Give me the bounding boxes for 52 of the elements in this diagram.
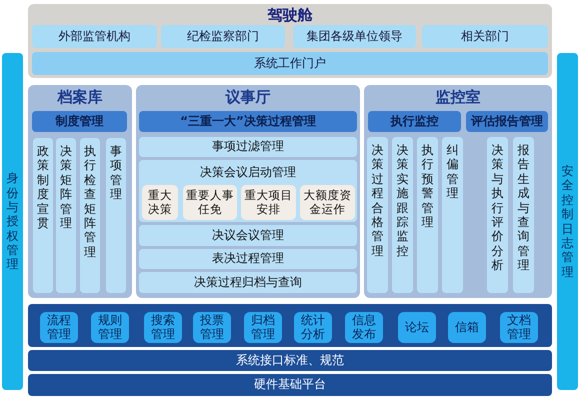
function-column: 事项管理	[106, 138, 126, 293]
module-panel	[364, 85, 552, 298]
section-header: 执行监控	[368, 111, 461, 132]
function-column: 报告生成与查询管理	[513, 137, 534, 293]
panel-title: 监控室	[434, 88, 482, 107]
service-band	[28, 304, 552, 347]
category-tag: 重大决策	[142, 185, 178, 220]
function-column: 决策实施跟踪监控	[392, 137, 413, 293]
module-panel	[28, 85, 132, 298]
service-tile: 论坛	[398, 312, 436, 343]
user-group-box: 外部监管机构	[32, 25, 157, 48]
service-tile: 文档管理	[500, 312, 538, 343]
category-tag: 重要人事任免	[183, 185, 237, 220]
service-tile: 归档管理	[244, 312, 282, 343]
platform-bar: 硬件基础平台	[28, 374, 552, 396]
function-group	[139, 160, 357, 222]
function-column: 执行检查矩阵管理	[80, 138, 100, 293]
user-group-box: 集团各级单位领导	[293, 25, 416, 48]
section-header: “三重一大”决策过程管理	[139, 111, 357, 132]
service-tile: 流程管理	[40, 312, 78, 343]
panel-title: 决策会议启动管理	[199, 164, 297, 181]
section-header: 评估报告管理	[466, 111, 548, 132]
function-column: 纠偏管理	[442, 137, 463, 293]
panel-title: 档案库	[56, 88, 104, 107]
module-panel	[136, 85, 360, 298]
user-group-box: 纪检监察部门	[161, 25, 285, 48]
function-column: 决策过程合格管理	[367, 137, 388, 293]
platform-bar: 系统接口标准、规范	[28, 350, 552, 371]
function-row: 决策过程归档与查询	[139, 272, 357, 293]
category-tag: 重大项目安排	[241, 185, 296, 220]
panel-title: 议事厅	[224, 88, 272, 107]
function-column: 决策与执行评价分析	[487, 137, 508, 293]
function-column: 政策制度宣贯	[33, 138, 53, 293]
portal-bar: 系统工作门户	[32, 52, 548, 75]
side-bar: 身份与授权管理	[2, 53, 23, 390]
service-tile: 信息发布	[345, 312, 383, 343]
function-row: 决议会议管理	[139, 225, 357, 246]
function-column: 执行预警管理	[417, 137, 438, 293]
service-tile: 投票管理	[193, 312, 231, 343]
cockpit-panel	[28, 4, 552, 78]
function-row: 事项过滤管理	[139, 137, 357, 157]
user-group-box: 相关部门	[422, 25, 548, 48]
panel-title: 驾驶舱	[266, 6, 314, 25]
service-tile: 规则管理	[91, 312, 129, 343]
section-header: 制度管理	[32, 111, 127, 132]
service-tile: 信箱	[448, 312, 486, 343]
side-bar: 安全控制日志管理	[557, 53, 578, 390]
service-tile: 搜索管理	[144, 312, 182, 343]
category-tag: 大额度资金运作	[300, 185, 355, 220]
function-row: 表决过程管理	[139, 249, 357, 269]
function-column: 决策矩阵管理	[56, 138, 76, 293]
service-tile: 统计分析	[294, 312, 332, 343]
